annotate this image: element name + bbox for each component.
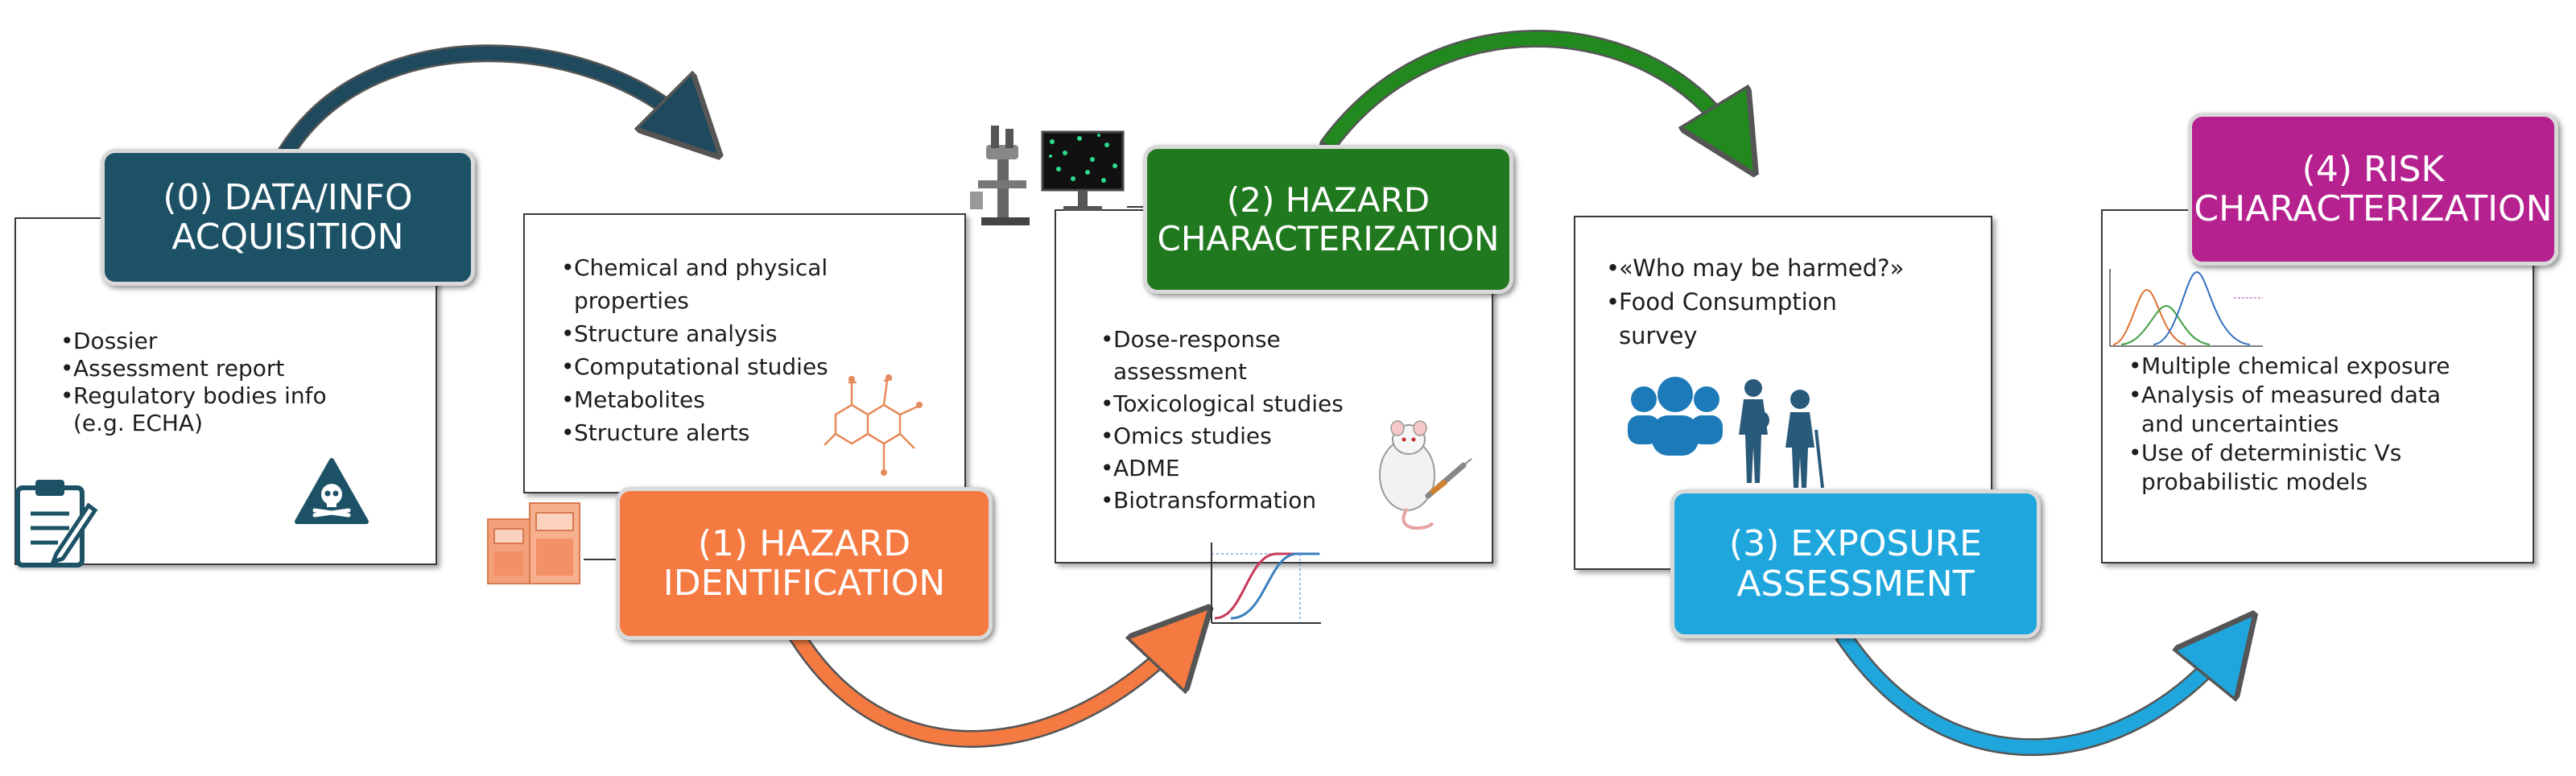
bullet: Metabolites bbox=[561, 383, 828, 416]
stage-title-line: ACQUISITION bbox=[171, 217, 404, 258]
bullet: Structure analysis bbox=[561, 317, 828, 350]
bullet: Chemical and physical bbox=[561, 251, 828, 284]
bullet: properties bbox=[561, 284, 828, 317]
microscope-workstation-icon bbox=[970, 126, 1125, 225]
stage-title-line: IDENTIFICATION bbox=[663, 563, 946, 604]
bullet: survey bbox=[1606, 319, 1904, 353]
bullet: Assessment report bbox=[60, 355, 327, 382]
lab-rat-syringe-icon bbox=[1379, 420, 1472, 530]
card-hazard-identification: Chemical and physical properties Structu… bbox=[523, 213, 966, 493]
toxic-hazard-icon bbox=[295, 458, 369, 524]
bullet: Biotransformation bbox=[1100, 485, 1344, 517]
stage-title-line: CHARACTERIZATION bbox=[1157, 218, 1500, 258]
stage-exposure-assessment: (3) EXPOSURE ASSESSMENT bbox=[1670, 489, 2041, 638]
molecule-structure-icon bbox=[824, 374, 923, 476]
bullet-continuation: (e.g. ECHA) bbox=[73, 410, 203, 436]
bullet: Toxicological studies bbox=[1100, 388, 1344, 420]
stage-risk-characterization: (4) RISK CHARACTERIZATION bbox=[2188, 113, 2558, 266]
distribution-curves-icon bbox=[2109, 269, 2263, 347]
bullet: Analysis of measured data bbox=[2128, 381, 2450, 410]
exposure-assessment-bullets: «Who may be harmed?» Food Consumption su… bbox=[1606, 251, 1904, 353]
stage-title-line: (1) HAZARD bbox=[697, 522, 911, 564]
stage-title-line: CHARACTERIZATION bbox=[2194, 188, 2553, 229]
bullet: Multiple chemical exposure bbox=[2128, 352, 2450, 381]
data-acquisition-bullets: Dossier Assessment report Regulatory bod… bbox=[60, 328, 327, 437]
bullet-continuation: and uncertainties bbox=[2141, 411, 2339, 437]
arrow-data-to-identification bbox=[277, 44, 701, 162]
connector-line bbox=[584, 559, 616, 560]
hazard-identification-bullets: Chemical and physical properties Structu… bbox=[561, 251, 828, 449]
stage-title-line: (0) DATA/INFO bbox=[163, 176, 413, 218]
bullet: and uncertainties bbox=[2128, 410, 2450, 439]
bullet-continuation: properties bbox=[574, 287, 689, 314]
bullet: Dose-response bbox=[1100, 324, 1344, 356]
bullet-continuation: assessment bbox=[1113, 358, 1247, 385]
bullet: ADME bbox=[1100, 452, 1344, 485]
stage-title-line: (4) RISK bbox=[2301, 148, 2445, 190]
bullet-continuation: probabilistic models bbox=[2141, 468, 2368, 495]
dose-response-curve-icon bbox=[1211, 543, 1321, 624]
stage-title-line: (2) HAZARD bbox=[1226, 180, 1430, 221]
bullet: Use of deterministic Vs bbox=[2128, 439, 2450, 468]
stage-data-acquisition: (0) DATA/INFO ACQUISITION bbox=[101, 149, 475, 286]
bullet: Structure alerts bbox=[561, 416, 828, 449]
clipboard-icon bbox=[15, 480, 98, 568]
stage-title-line: ASSESSMENT bbox=[1736, 563, 1975, 605]
bullet: Omics studies bbox=[1100, 420, 1344, 452]
stage-hazard-characterization: (2) HAZARD CHARACTERIZATION bbox=[1143, 145, 1513, 294]
stage-hazard-identification: (1) HAZARD IDENTIFICATION bbox=[616, 487, 993, 640]
connector-line bbox=[1127, 206, 1143, 208]
bullet: Dossier bbox=[60, 328, 327, 355]
bullet-continuation: survey bbox=[1619, 322, 1698, 349]
hazard-characterization-bullets: Dose-response assessment Toxicological s… bbox=[1100, 324, 1344, 517]
bullet: Regulatory bodies info bbox=[60, 382, 327, 410]
bullet: probabilistic models bbox=[2128, 468, 2450, 497]
bullet: (e.g. ECHA) bbox=[60, 410, 327, 437]
mass-spectrometer-icon bbox=[487, 502, 580, 584]
population-group-icon bbox=[1628, 377, 1824, 489]
bullet: Computational studies bbox=[561, 350, 828, 383]
bullet: Food Consumption bbox=[1606, 285, 1904, 319]
stage-title-line: (3) EXPOSURE bbox=[1729, 523, 1982, 565]
risk-characterization-bullets: Multiple chemical exposure Analysis of m… bbox=[2128, 352, 2450, 497]
bullet: «Who may be harmed?» bbox=[1606, 251, 1904, 285]
bullet: assessment bbox=[1100, 356, 1344, 388]
